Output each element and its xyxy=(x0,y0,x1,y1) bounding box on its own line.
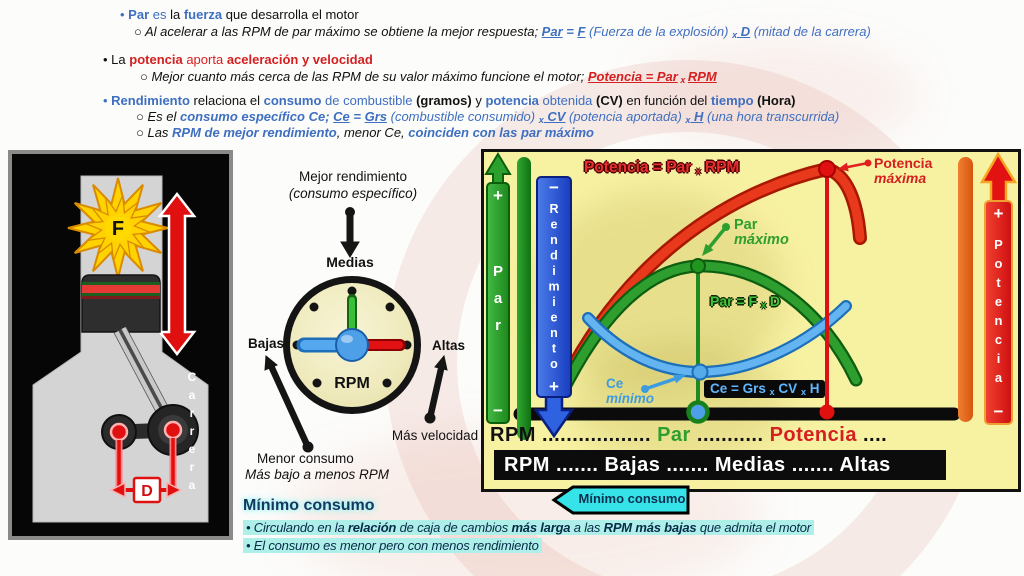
axis-row-rpm-ranges: RPM ....... Bajas ....... Medias .......… xyxy=(494,450,946,480)
crankshaft xyxy=(101,404,199,456)
label-mas-bajo: Más bajo a menos RPM xyxy=(245,467,390,482)
ce-min-point xyxy=(691,363,709,381)
bullet-line-par: • Par es la fuerza que desarrolla el mot… xyxy=(120,7,359,22)
force-label: F xyxy=(112,218,124,240)
curves-chart xyxy=(484,152,1018,439)
label-menor-consumo: Menor consumo xyxy=(257,451,354,466)
minimo-consumo-header: Mínimo consumo xyxy=(243,497,375,514)
axis-row-rpm-par-potencia: RPM .................. Par ........... P… xyxy=(490,424,888,446)
bottom-bullet-2-text: • El consumo es menor pero con menos ren… xyxy=(243,538,542,553)
par-maximo-arrow xyxy=(702,223,730,256)
minimo-consumo-callout: Mínimo consumo xyxy=(578,491,686,506)
gauge-rpm-label: RPM xyxy=(334,375,370,392)
rendimiento-bar-plus: + xyxy=(549,377,559,396)
ce-minimo-line1: Ce xyxy=(606,376,624,391)
par-scale-bar: + Par − xyxy=(486,182,510,424)
bullet-line-par-formula: ○ Al acelerar a las RPM de par máximo se… xyxy=(134,24,871,40)
potencia-bar-minus: − xyxy=(993,402,1004,421)
green-axis-capsule xyxy=(517,157,531,440)
bullet-line-potencia: • La potencia aporta aceleración y veloc… xyxy=(103,52,373,67)
par-bar-label: Par xyxy=(489,262,507,344)
minimo-consumo-callout-shape xyxy=(551,485,690,515)
rendimiento-bar-arrow-down xyxy=(533,394,575,439)
gauge-hub xyxy=(335,328,369,362)
par-maximo-line1: Par xyxy=(734,217,758,233)
carrera-label: Carrera xyxy=(185,370,199,496)
piston-shape xyxy=(81,274,161,333)
gauge-subtitle: (consumo específico) xyxy=(288,186,418,201)
gauge-label-medias: Medias xyxy=(326,254,374,270)
potencia-formula: Potencia = Par x RPM xyxy=(584,159,740,176)
bullet-line-ce-formula: ○ Es el consumo específico Ce; Ce = Grs … xyxy=(136,109,840,125)
potencia-bar-label: Potencia xyxy=(991,236,1006,389)
potencia-scale-bar: + Potencia − xyxy=(984,200,1013,425)
piston-diagram: F xyxy=(32,175,209,523)
potencia-bar-plus: + xyxy=(993,204,1004,223)
par-maximo-label: Par máximo xyxy=(734,218,789,248)
potencia-maxima-line2: máxima xyxy=(874,170,927,186)
potencia-bar-arrow-up xyxy=(979,152,1018,204)
bullet-line-rendimiento: • Rendimiento relaciona el consumo de co… xyxy=(103,93,796,108)
gauge-pointer-arrows xyxy=(264,207,448,453)
ce-minimo-line2: mínimo xyxy=(606,391,655,406)
gauge-title: Mejor rendimiento xyxy=(298,169,408,184)
par-bar-plus: + xyxy=(493,186,503,205)
d-label: D xyxy=(141,483,153,500)
ce-formula: Ce = Grs x CV x H xyxy=(704,380,826,398)
bottom-bullet-1-text: • Circulando en la relación de caja de c… xyxy=(243,520,814,535)
rpm-gauge: RPM xyxy=(283,276,421,414)
par-formula: Par = F x D xyxy=(710,293,780,310)
crank-radius-measure: D xyxy=(109,438,183,504)
potencia-maxima-arrow xyxy=(838,159,872,172)
gauge-label-altas: Altas xyxy=(432,338,466,353)
bullet-line-rpm-rendimiento: ○ Las RPM de mejor rendimiento, menor Ce… xyxy=(136,125,594,140)
bullet-line-potencia-formula: ○ Mejor cuanto más cerca de las RPM de s… xyxy=(140,69,717,85)
gauge-face xyxy=(292,286,412,388)
ce-minimo-arrow xyxy=(641,374,686,393)
curves-chart-panel: + Par − − Rendimiento + + Potencia − Pot… xyxy=(481,149,1021,492)
carrera-arrow xyxy=(157,191,197,357)
gauge-hub-highlight xyxy=(341,335,353,343)
rendimiento-scale-bar: − Rendimiento + xyxy=(536,176,572,398)
par-axis-marker xyxy=(686,400,710,424)
orange-axis-capsule xyxy=(958,157,973,422)
bottom-bullet-1: • Circulando en la relación de caja de c… xyxy=(243,520,814,535)
potencia-max-point xyxy=(818,160,836,178)
potencia-axis-marker xyxy=(819,404,835,420)
ce-minimo-label: Ce mínimo xyxy=(606,376,654,406)
rendimiento-bar-minus: − xyxy=(549,178,559,197)
par-max-point xyxy=(690,258,706,274)
par-bar-minus: − xyxy=(493,401,503,420)
par-maximo-line2: máximo xyxy=(734,232,789,248)
label-mas-velocidad: Más velocidad xyxy=(391,428,479,443)
piston-diagram-panel: F xyxy=(8,150,233,540)
potencia-maxima-label: Potencia máxima xyxy=(874,156,932,186)
gauge-label-bajas: Bajas xyxy=(248,336,285,351)
potencia-curve xyxy=(561,164,865,385)
potencia-maxima-line1: Potencia xyxy=(874,155,933,171)
bottom-bullet-2: • El consumo es menor pero con menos ren… xyxy=(243,538,542,553)
potencia-curve-outline xyxy=(559,161,867,387)
rendimiento-bar-label: Rendimiento xyxy=(547,201,561,373)
